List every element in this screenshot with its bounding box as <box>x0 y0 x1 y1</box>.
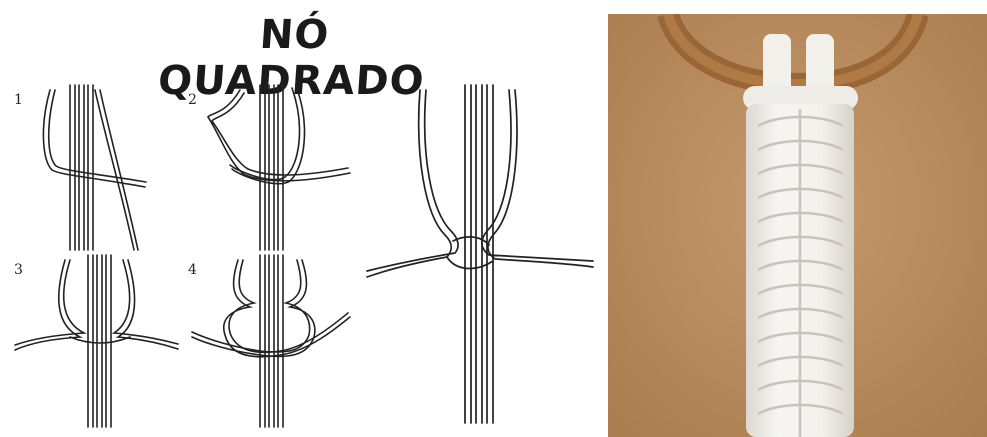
final-knot-illustration <box>365 85 595 425</box>
macrame-strap-image <box>608 14 987 437</box>
step-number-1: 1 <box>14 92 23 108</box>
step-2-illustration <box>200 85 360 255</box>
step-4-illustration <box>190 255 360 430</box>
diagram-panel: NÓ QUADRADO 1 2 3 4 <box>0 0 600 437</box>
macrame-photo <box>608 14 987 437</box>
step-number-2: 2 <box>188 92 197 108</box>
step-3-illustration <box>10 255 180 430</box>
step-1-illustration <box>30 85 160 255</box>
